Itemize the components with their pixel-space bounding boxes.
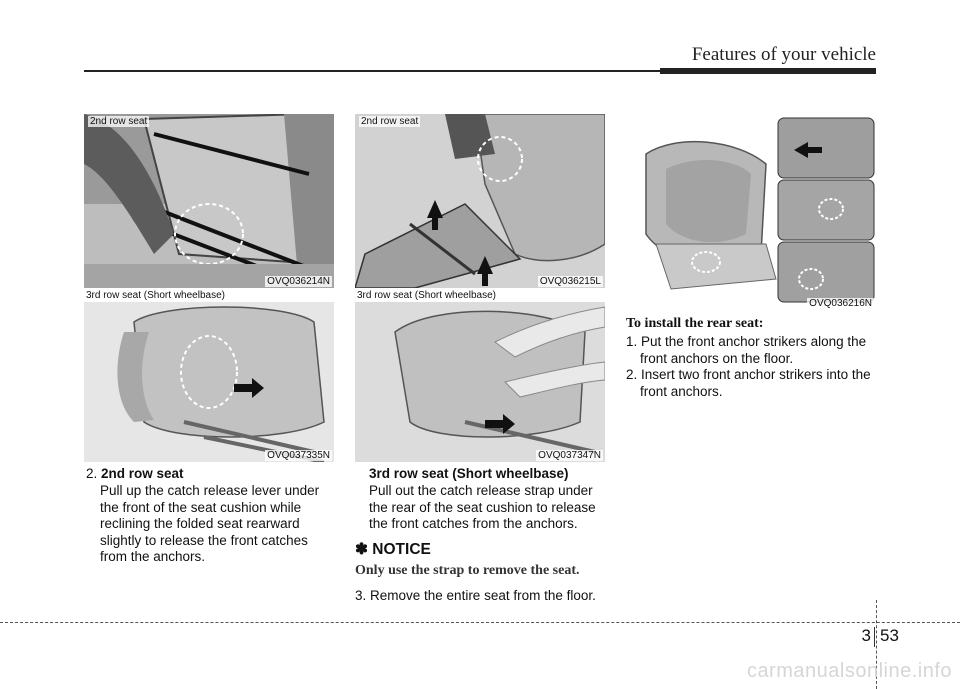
body-line: Pull up the catch release lever under xyxy=(100,483,320,498)
footer-rule xyxy=(0,622,960,623)
body-line: from the anchors. xyxy=(100,549,206,564)
body-line: the front of the seat cushion while xyxy=(100,499,302,515)
header-rule xyxy=(84,70,874,72)
page-number-separator xyxy=(874,627,875,647)
seat-photo-illustration xyxy=(355,302,605,462)
seat-photo-illustration xyxy=(626,114,876,310)
seat-photo-illustration xyxy=(355,114,605,288)
figure-3rd-row-seat-pull-strap: OVQ037347N xyxy=(355,302,605,462)
figure-top-label: 2nd row seat xyxy=(88,116,150,127)
notice-body: Only use the strap to remove the seat. xyxy=(355,563,580,578)
step-heading: 2nd row seat xyxy=(101,466,184,481)
page-header-title: Features of your vehicle xyxy=(691,44,876,65)
figure-2nd-row-seat-recline: 2nd row seat OVQ036215L xyxy=(355,114,605,288)
figure-code: OVQ036215L xyxy=(537,276,603,287)
step-line: front anchors on the floor. xyxy=(640,350,794,366)
body-line: reclining the folded seat rearward xyxy=(100,516,300,531)
body-line: the front catches from the anchors. xyxy=(369,516,578,531)
page-number: 53 xyxy=(880,626,899,645)
third-row-heading: 3rd row seat (Short wheelbase) xyxy=(355,466,569,483)
figure-code: OVQ037347N xyxy=(536,450,603,461)
step-line: 1. Put the front anchor strikers along t… xyxy=(626,334,867,349)
step-number: 2. xyxy=(86,466,98,481)
step-2-heading: 2. 2nd row seat xyxy=(86,466,184,483)
install-step-2: 2. Insert two front anchor strikers into… xyxy=(626,367,878,400)
body-line: the rear of the seat cushion to release xyxy=(369,499,596,515)
install-heading: To install the rear seat: xyxy=(626,316,764,331)
figure-2nd-row-seat-lever: 2nd row seat OVQ036214N xyxy=(84,114,334,288)
figure-band-label: 3rd row seat (Short wheelbase) xyxy=(86,290,225,301)
body-line: slightly to release the front catches xyxy=(100,532,308,548)
step-line: front anchors. xyxy=(640,383,723,399)
figure-band-label: 3rd row seat (Short wheelbase) xyxy=(357,290,496,301)
step-line: 2. Insert two front anchor strikers into… xyxy=(626,367,871,382)
notice-heading: ✽ NOTICE xyxy=(355,541,431,558)
step-3: 3. Remove the entire seat from the floor… xyxy=(355,588,596,603)
body-line: Pull out the catch release strap under xyxy=(369,483,593,498)
figure-code: OVQ037335N xyxy=(265,450,332,461)
figure-code: OVQ036216N xyxy=(807,298,874,309)
install-step-1: 1. Put the front anchor strikers along t… xyxy=(626,334,878,367)
chapter-number: 3 xyxy=(861,626,871,645)
figure-code: OVQ036214N xyxy=(265,276,332,287)
figure-top-label: 2nd row seat xyxy=(359,116,421,127)
figure-install-anchor-strikers: OVQ036216N xyxy=(626,114,876,310)
sub-heading: 3rd row seat (Short wheelbase) xyxy=(369,466,569,481)
figure-3rd-row-seat-strap: OVQ037335N xyxy=(84,302,334,462)
seat-photo-illustration xyxy=(84,302,334,462)
seat-photo-illustration xyxy=(84,114,334,288)
footer-vertical-rule xyxy=(876,600,877,689)
third-row-body: Pull out the catch release strap under t… xyxy=(355,483,609,533)
header-rule-accent xyxy=(660,68,876,74)
step-2-body: Pull up the catch release lever under th… xyxy=(86,483,334,566)
watermark-text: carmanualsonline.info xyxy=(746,660,952,682)
